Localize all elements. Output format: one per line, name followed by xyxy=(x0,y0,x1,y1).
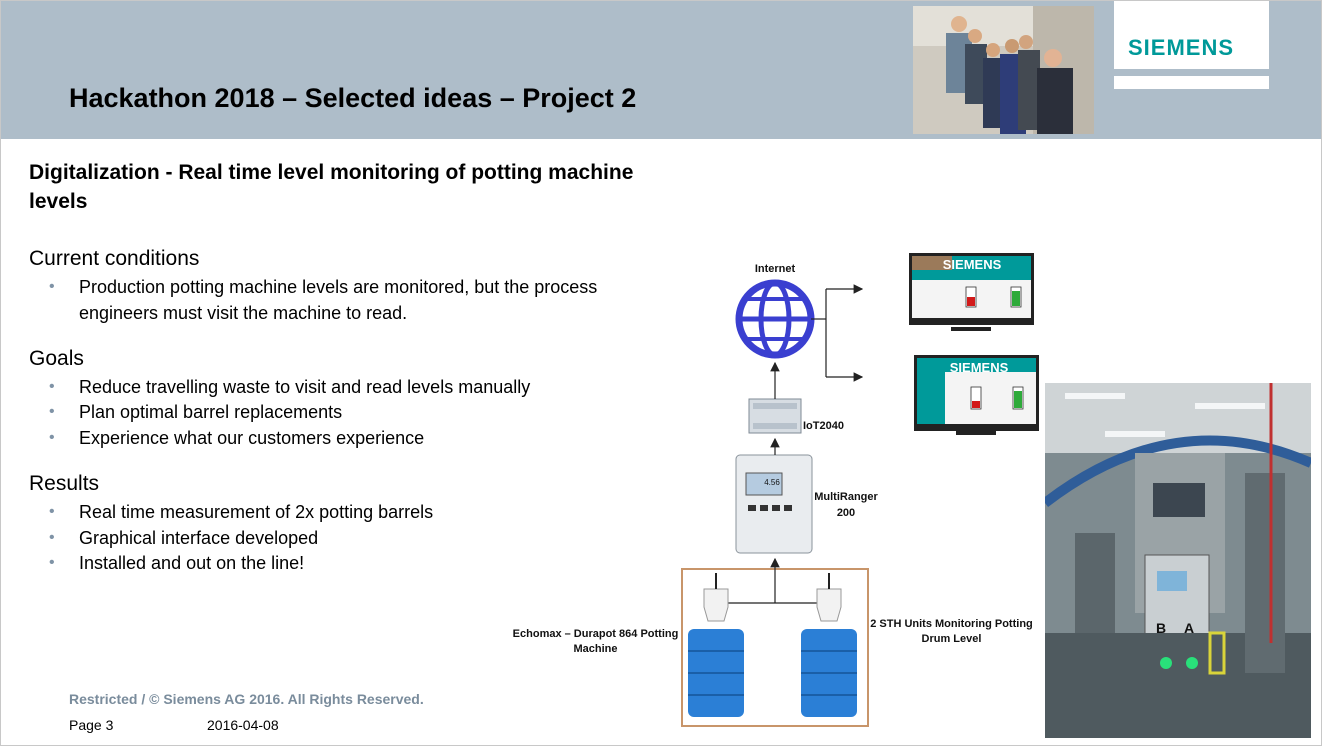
bullet-text: Plan optimal barrel replacements xyxy=(79,402,343,422)
iot-label: IoT2040 xyxy=(803,420,844,432)
slide-title: Hackathon 2018 – Selected ideas – Projec… xyxy=(69,83,637,113)
machine-label: Echomax – Durapot 864 Potting xyxy=(512,628,679,640)
header-band xyxy=(1,1,1321,139)
bullet-dot: • xyxy=(49,529,55,546)
dashboard-screen-icon xyxy=(909,253,1034,331)
multiranger-icon xyxy=(735,454,813,554)
bullet-text: Installed and out on the line! xyxy=(79,553,305,573)
box-label-b: B xyxy=(1156,620,1167,636)
multiranger-label-model: 200 xyxy=(836,507,856,519)
team-photo xyxy=(913,6,1094,134)
screen-brand-label: SIEMENS xyxy=(942,257,1002,272)
multiranger-label: MultiRanger xyxy=(814,491,878,503)
level-sensor-icon xyxy=(816,573,842,622)
drum-icon xyxy=(688,629,744,717)
bullet-text: Production potting machine levels are mo… xyxy=(79,277,598,323)
iot-gateway-icon xyxy=(748,398,802,434)
bullet-dot: • xyxy=(49,278,55,295)
bullet-item: • Production potting machine levels are … xyxy=(49,274,649,326)
section-heading-current-conditions: Current conditions xyxy=(29,247,200,270)
section-heading-results: Results xyxy=(29,472,100,495)
box-label-a: A xyxy=(1184,620,1195,636)
slide-subtitle: Digitalization - Real time level monitor… xyxy=(29,161,634,213)
bullet-text: Real time measurement of 2x potting barr… xyxy=(79,502,434,522)
bullet-text: Graphical interface developed xyxy=(79,528,319,548)
installation-photo: B A xyxy=(1045,383,1311,738)
architecture-diagram: Internet SIEMENS SIEMENS IoT2040 4.56 Mu… xyxy=(506,241,1041,741)
installation-photo-drawing xyxy=(1045,383,1311,738)
logo-rule xyxy=(1114,69,1269,76)
globe-icon xyxy=(735,279,815,359)
bullet-text: Reduce travelling waste to visit and rea… xyxy=(79,377,531,397)
sensor-label-line2: Drum Level xyxy=(921,633,982,645)
bullet-dot: • xyxy=(49,503,55,520)
sensor-label: 2 STH Units Monitoring Potting xyxy=(870,618,1033,630)
level-sensor-icon xyxy=(703,573,729,622)
bullet-dot: • xyxy=(49,403,55,420)
bullet-text: Experience what our customers experience xyxy=(79,428,425,448)
device-display-value: 4.56 xyxy=(764,478,780,487)
screen-brand-label: SIEMENS xyxy=(949,360,1009,375)
bullet-dot: • xyxy=(49,429,55,446)
footer-page-number: Page 3 xyxy=(69,717,114,733)
drum-icon xyxy=(801,629,857,717)
bullet-dot: • xyxy=(49,378,55,395)
section-heading-goals: Goals xyxy=(29,347,84,370)
footer-date: 2016-04-08 xyxy=(207,717,279,733)
architecture-diagram-drawing xyxy=(681,253,1039,727)
dashboard-screen-icon xyxy=(914,355,1039,435)
footer-restricted: Restricted / © Siemens AG 2016. All Righ… xyxy=(69,691,424,707)
machine-label-line2: Machine xyxy=(573,643,618,655)
bullet-dot: • xyxy=(49,554,55,571)
team-photo-drawing xyxy=(913,6,1094,134)
siemens-logo-text: SIEMENS xyxy=(1128,35,1235,60)
internet-label: Internet xyxy=(754,263,796,275)
siemens-logo: SIEMENS xyxy=(1114,1,1269,89)
